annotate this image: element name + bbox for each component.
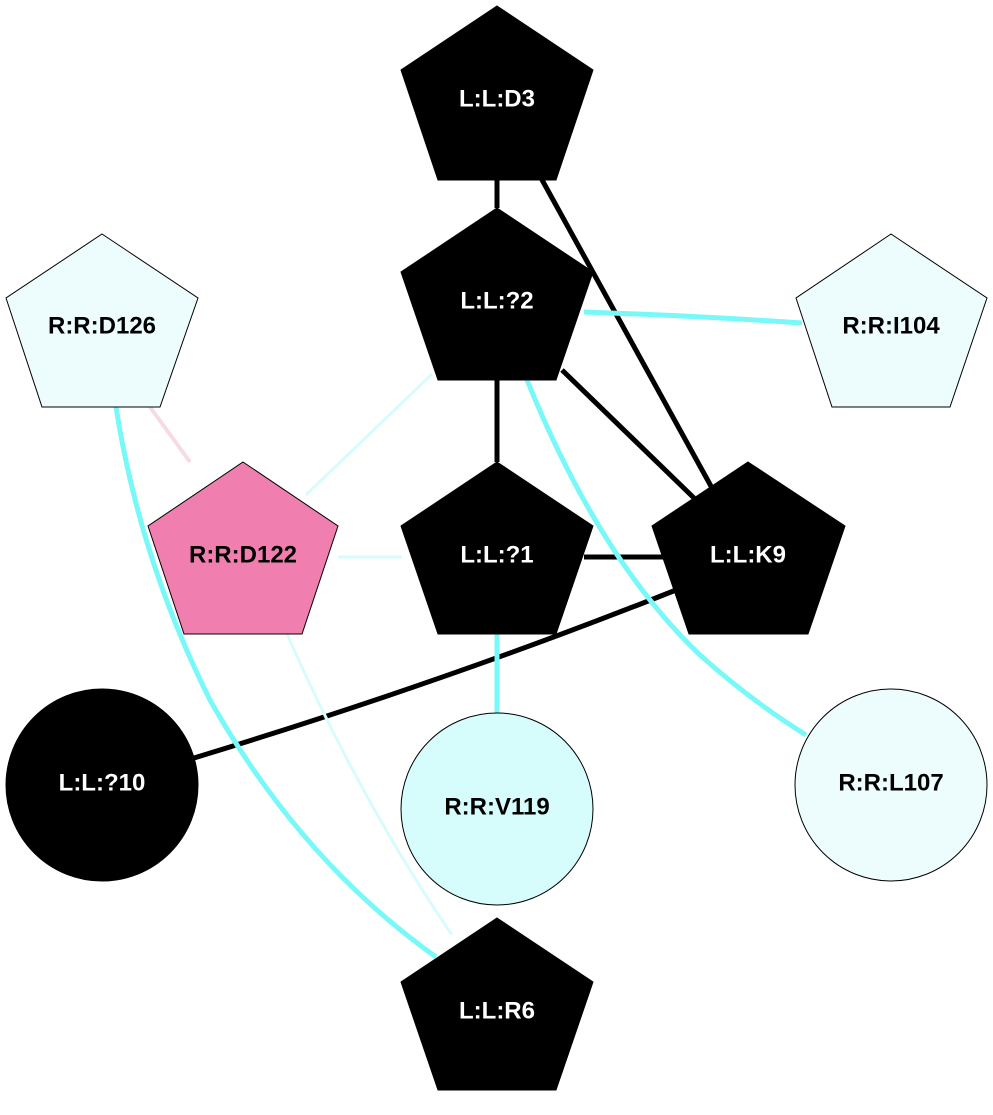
node-layer: L:L:D3 L:L:?2 L:L:?1 L:L:K9 L:L:R6 L:L:?… (5, 5, 988, 1091)
node-shape (400, 461, 594, 635)
node-label: R:R:D122 (189, 542, 297, 569)
node-shape (794, 688, 988, 882)
node-r-r-l107[interactable]: R:R:L107 (794, 688, 988, 882)
node-l-l-q1[interactable]: L:L:?1 (400, 461, 594, 635)
edge-q2-i104 (583, 309, 803, 326)
edge-d122-r6 (285, 633, 454, 936)
node-label: L:L:R6 (459, 998, 535, 1025)
node-shape (795, 233, 988, 408)
node-shape (5, 688, 199, 882)
node-label: L:L:D3 (459, 86, 535, 113)
node-l-l-k9[interactable]: L:L:K9 (651, 461, 846, 635)
node-label: R:R:V119 (444, 794, 549, 821)
node-r-r-d122[interactable]: R:R:D122 (147, 461, 339, 635)
node-shape (400, 5, 594, 181)
node-label: L:L:?2 (460, 288, 533, 315)
edge-d126-d122 (148, 405, 192, 464)
edge-k9-q10 (193, 587, 677, 761)
node-label: R:R:L107 (838, 770, 943, 797)
node-r-r-i104[interactable]: R:R:I104 (795, 233, 988, 408)
edge-layer (113, 176, 808, 960)
edge-q2-l107 (524, 379, 808, 738)
node-shape (147, 461, 339, 635)
node-l-l-d3[interactable]: L:L:D3 (400, 5, 594, 181)
node-r-r-d126[interactable]: R:R:D126 (5, 233, 199, 408)
node-l-l-q2[interactable]: L:L:?2 (400, 207, 594, 381)
node-shape (400, 207, 594, 381)
node-label: L:L:?1 (460, 542, 533, 569)
node-label: R:R:D126 (48, 313, 156, 340)
node-shape (651, 461, 846, 635)
edge-d3-k9 (538, 176, 715, 490)
node-label: L:L:?10 (59, 770, 146, 797)
node-label: R:R:I104 (842, 313, 940, 340)
node-r-r-v119[interactable]: R:R:V119 (400, 712, 594, 906)
node-shape (5, 233, 199, 408)
edge-d122-q2 (304, 372, 434, 497)
node-l-l-r6[interactable]: L:L:R6 (400, 917, 594, 1091)
edge-d126-r6 (113, 406, 438, 960)
node-l-l-q10[interactable]: L:L:?10 (5, 688, 199, 882)
node-label: L:L:K9 (710, 542, 786, 569)
node-shape (400, 712, 594, 906)
edge-q2-k9 (560, 368, 696, 500)
node-shape (400, 917, 594, 1091)
